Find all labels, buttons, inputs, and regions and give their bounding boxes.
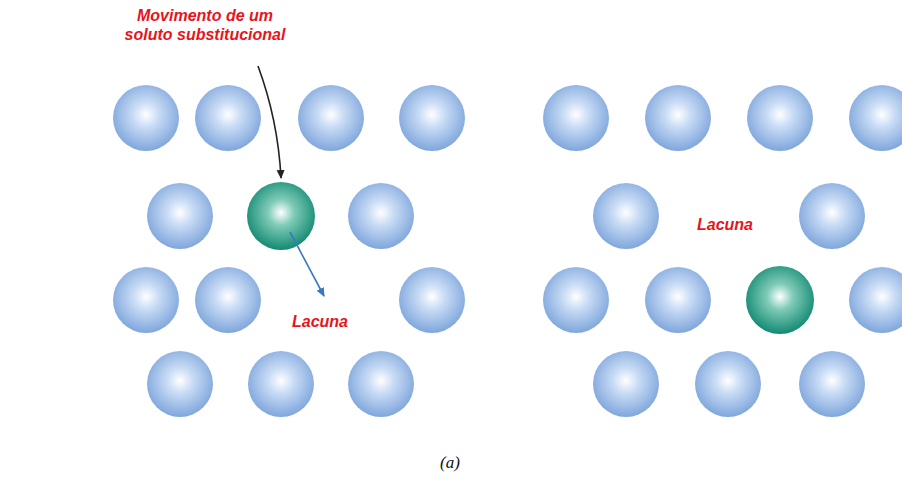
host-atoms — [113, 85, 902, 417]
callout-title: Movimento de um soluto substitucional — [120, 6, 290, 44]
jump-arrow — [290, 232, 324, 296]
solute-atoms — [247, 182, 814, 334]
vacancy-label: Lacuna — [697, 215, 753, 234]
vacancy-label: Lacuna — [292, 312, 348, 331]
pointer-arrow — [258, 66, 281, 178]
panel-caption: (a) — [440, 453, 460, 473]
